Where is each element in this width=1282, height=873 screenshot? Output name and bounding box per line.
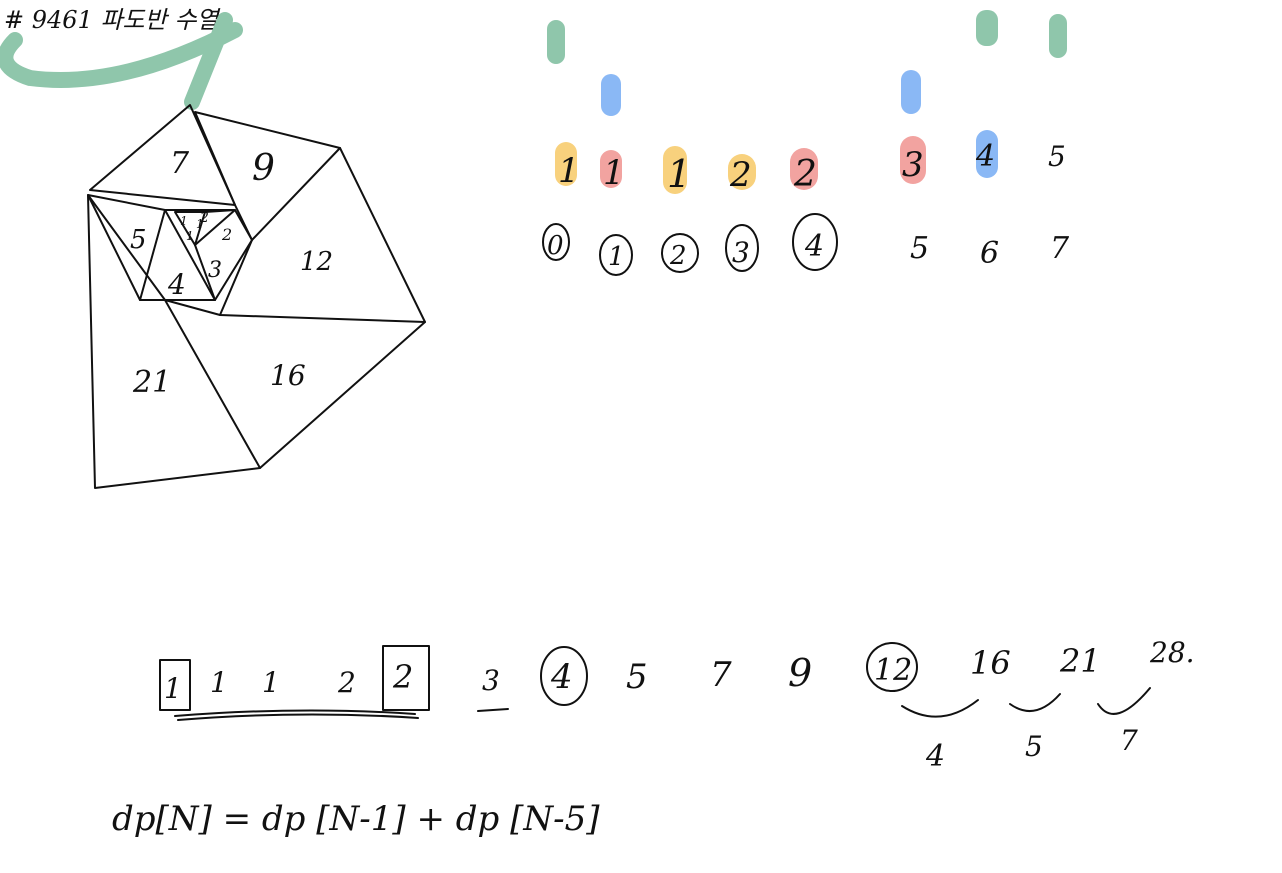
top-value: 4 (975, 139, 995, 174)
spiral-number: 2 (221, 225, 232, 244)
box-mark (159, 659, 191, 711)
spiral-number: 7 (170, 146, 190, 181)
bottom-value: 21 (1059, 642, 1101, 680)
bottom-value: 16 (970, 644, 1011, 682)
top-sequence-values: 1 1 1 2 2 3 4 5 (558, 139, 1066, 196)
spiral-number: 1 (196, 217, 204, 231)
bottom-value: 1 (210, 666, 228, 699)
difference-label: 5 (1025, 730, 1043, 763)
recurrence-formula: dp[N] = dp [N-1] + dp [N-5] (112, 799, 600, 839)
difference-annotations: 4 5 7 (901, 687, 1151, 774)
triangle-spiral-drawing (87, 104, 426, 489)
spiral-number: 1 (180, 214, 188, 228)
bottom-value: 9 (788, 651, 812, 695)
title-text: # 9461 파도반 수열 (4, 6, 220, 34)
index-circle (661, 233, 699, 273)
difference-arc (1097, 687, 1151, 715)
spiral-number: 3 (208, 258, 222, 283)
difference-label: 4 (925, 739, 945, 774)
spiral-number: 12 (300, 247, 333, 277)
index-label: 5 (910, 231, 929, 266)
spiral-number: 16 (270, 359, 306, 392)
index-label: 1 (608, 242, 625, 272)
underline-mark (477, 708, 509, 712)
value-circle (866, 642, 918, 692)
bottom-value: 12 (874, 653, 912, 688)
index-circle (599, 234, 633, 276)
spiral-number: 1 (186, 229, 194, 243)
index-label: 6 (980, 236, 999, 271)
index-label: 7 (1050, 231, 1070, 266)
spiral-numbers: 7 9 5 1 1 1 2 2 4 3 12 21 16 (130, 146, 333, 400)
bottom-value: 3 (482, 664, 500, 697)
index-label: 4 (804, 229, 824, 264)
difference-label: 7 (1120, 724, 1138, 757)
bottom-value: 1 (262, 666, 280, 699)
difference-arc (1009, 693, 1061, 713)
index-label: 2 (669, 241, 687, 271)
value-circle (540, 646, 588, 706)
bottom-value: 1 (164, 672, 182, 705)
index-circle (792, 213, 838, 271)
difference-arc (901, 699, 979, 718)
index-label: 3 (732, 236, 750, 269)
bottom-value: 5 (626, 657, 648, 697)
top-value: 2 (793, 154, 817, 195)
bottom-value: 7 (710, 655, 732, 695)
top-sequence-indices: 0 1 2 3 4 5 6 7 (542, 213, 1070, 276)
box-mark (382, 645, 430, 711)
spiral-number: 5 (130, 225, 147, 255)
title-circle-highlight (0, 12, 243, 110)
top-value: 1 (558, 151, 580, 191)
spiral-number: 9 (252, 148, 275, 189)
bottom-value: 4 (550, 657, 573, 697)
spiral-number: 2 (199, 210, 209, 226)
bottom-sequence: 1 1 1 2 2 3 4 5 7 9 12 16 21 28. (159, 636, 1195, 721)
index-label: 0 (547, 231, 564, 261)
bottom-value: 2 (392, 658, 413, 696)
bottom-value: 28. (1149, 636, 1195, 669)
color-highlight-marks (547, 10, 1067, 194)
index-circle (725, 224, 759, 272)
bottom-value: 2 (337, 666, 356, 699)
top-value: 3 (902, 145, 924, 185)
spiral-number: 4 (167, 268, 186, 301)
underline-mark (174, 709, 416, 717)
index-circle (542, 223, 570, 261)
spiral-number: 21 (132, 365, 171, 400)
top-value: 2 (729, 155, 752, 195)
underline-mark (177, 713, 419, 721)
top-value: 1 (603, 153, 625, 193)
top-value: 1 (667, 152, 691, 196)
top-value: 5 (1048, 140, 1066, 173)
